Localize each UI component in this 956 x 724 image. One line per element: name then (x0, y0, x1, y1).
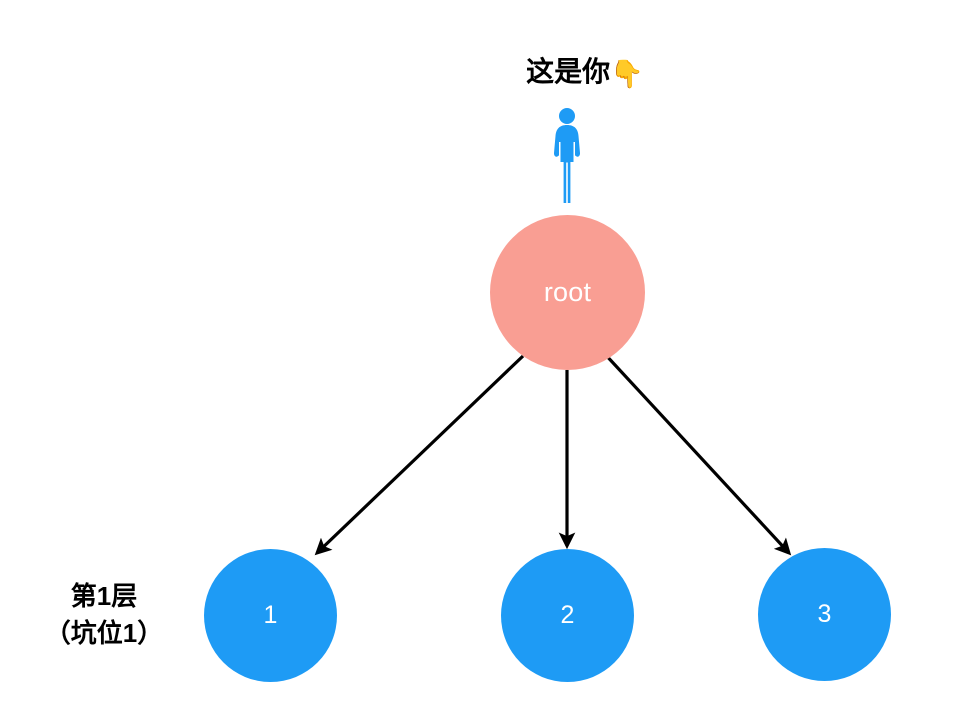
edge-root-to-3 (601, 350, 792, 556)
tree-node-root-label: root (543, 277, 592, 307)
tree-node-1[interactable]: 1 (204, 549, 337, 682)
tree-node-3[interactable]: 3 (758, 548, 891, 681)
tree-node-3-label: 3 (817, 600, 832, 628)
tree-node-2[interactable]: 2 (501, 549, 634, 682)
tree-node-1-label: 1 (263, 601, 278, 629)
standing-person-icon (527, 104, 607, 206)
pointing-down-icon: 👇 (610, 59, 644, 89)
edge-root-to-1 (314, 354, 525, 556)
tree-node-2-label: 2 (560, 601, 575, 629)
level-label-line1: 第1层 (70, 581, 138, 611)
level-label-line2: （坑位1） (44, 617, 164, 648)
level-label: 第1层 （坑位1） (14, 578, 194, 652)
you-annotation-label: 这是你👇 (455, 54, 715, 92)
you-annotation-text: 这是你 (526, 56, 611, 87)
tree-node-root[interactable]: root (490, 215, 645, 370)
